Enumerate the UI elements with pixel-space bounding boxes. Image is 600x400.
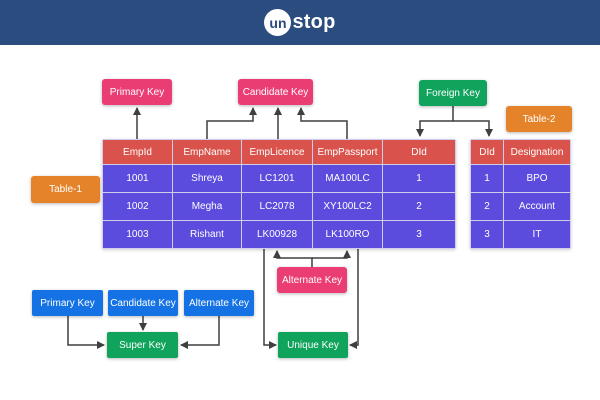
arrow-foreign-key-to-table1-did: [416, 106, 454, 137]
label-super-key: Super Key: [107, 332, 178, 358]
table-header-cell: DId: [383, 140, 455, 164]
table-cell: LC1201: [242, 165, 312, 192]
arrow-empname-to-candidate-key: [206, 107, 257, 139]
table-cell: 1: [383, 165, 455, 192]
employee-table: EmpId EmpName EmpLicence EmpPassport DId…: [102, 139, 456, 249]
table-header-cell: EmpId: [103, 140, 172, 164]
arrow-emppassport-to-candidate-key: [297, 107, 348, 139]
label-candidate-key: Candidate Key: [238, 79, 313, 105]
label-candidate-key-legend: Candidate Key: [108, 290, 178, 316]
table-header-cell: EmpLicence: [242, 140, 312, 164]
label-primary-key-legend: Primary Key: [32, 290, 103, 316]
table-cell: Shreya: [173, 165, 241, 192]
table-cell: Megha: [173, 193, 241, 220]
table-header-cell: EmpName: [173, 140, 241, 164]
table-cell: 3: [471, 221, 503, 248]
table-header-cell: Designation: [504, 140, 570, 164]
label-foreign-key: Foreign Key: [419, 80, 487, 106]
table-cell: 1001: [103, 165, 172, 192]
unstop-logo: un stop: [264, 9, 335, 36]
arrow-alternate-key-to-emplicence: [273, 250, 313, 267]
table-cell: 3: [383, 221, 455, 248]
table-cell: XY100LC2: [313, 193, 382, 220]
table-cell: 2: [383, 193, 455, 220]
label-alternate-key-legend: Alternate Key: [184, 290, 254, 316]
arrow-table-to-unique-key-right: [349, 249, 359, 349]
table-cell: Account: [504, 193, 570, 220]
table-cell: LK00928: [242, 221, 312, 248]
table-header-cell: DId: [471, 140, 503, 164]
unstop-logo-text: stop: [292, 11, 336, 33]
label-unique-key: Unique Key: [278, 332, 348, 358]
unstop-logo-circle-icon: un: [264, 9, 292, 36]
table-cell: IT: [504, 221, 570, 248]
arrow-alternate-key-to-super-key: [180, 316, 220, 349]
table-cell: 2: [471, 193, 503, 220]
designation-table: DId Designation 1 BPO 2 Account 3 IT: [470, 139, 571, 249]
label-table-1: Table-1: [31, 176, 100, 203]
arrow-alternate-key-to-emppassport: [312, 250, 351, 259]
table-cell: 1: [471, 165, 503, 192]
label-alternate-key: Alternate Key: [277, 267, 347, 293]
label-table-2: Table-2: [506, 106, 572, 132]
table-cell: MA100LC: [313, 165, 382, 192]
arrow-primary-key-to-super-key: [67, 316, 105, 349]
table-cell: 1002: [103, 193, 172, 220]
table-cell: LC2078: [242, 193, 312, 220]
table-cell: BPO: [504, 165, 570, 192]
top-navbar: un stop: [0, 0, 600, 45]
arrow-table-to-unique-key-left: [263, 249, 277, 349]
table-header-cell: EmpPassport: [313, 140, 382, 164]
table-cell: 1003: [103, 221, 172, 248]
label-primary-key: Primary Key: [102, 79, 172, 105]
arrow-foreign-key-to-table2-did: [453, 120, 493, 137]
table-cell: LK100RO: [313, 221, 382, 248]
table-cell: Rishant: [173, 221, 241, 248]
